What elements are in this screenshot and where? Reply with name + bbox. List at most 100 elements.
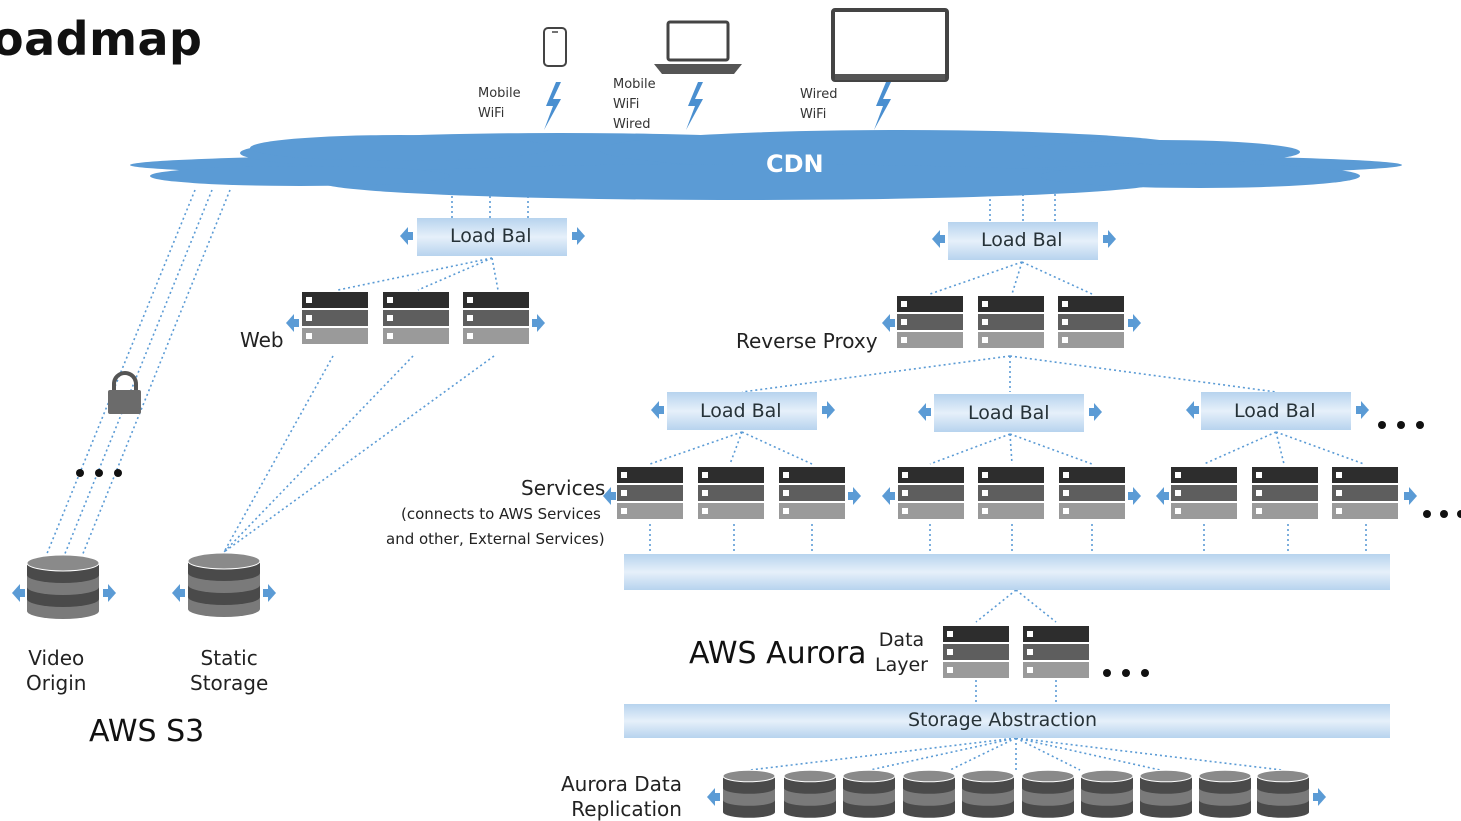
right-arrow-shaft (103, 589, 108, 597)
left-arrow-icon (172, 584, 180, 602)
server-icon (1059, 467, 1125, 519)
services-load-balancer-3-label: Load Bal (1234, 400, 1316, 422)
left-arrow-icon (1156, 487, 1164, 505)
cdn-label: CDN (766, 150, 824, 178)
right-arrow-shaft (263, 589, 268, 597)
database-icon (1256, 769, 1310, 818)
phone-connectivity-label: Mobile WiFi (478, 86, 521, 121)
server-icon (302, 292, 368, 344)
left-arrow-shaft (294, 319, 299, 327)
server-icon (978, 296, 1044, 348)
right-arrow-shaft (1128, 319, 1133, 327)
aurora-replication-label: Aurora Data Replication (561, 772, 682, 821)
left-arrow-shaft (926, 408, 931, 416)
right-arrow-shaft (822, 406, 827, 414)
left-arrow-icon (400, 227, 408, 245)
database-icon (902, 769, 956, 818)
left-arrow-shaft (611, 492, 616, 500)
left-arrow-icon (918, 403, 926, 421)
left-arrow-shaft (715, 793, 720, 801)
right-arrow-icon (1108, 230, 1116, 248)
left-arrow-icon (603, 487, 611, 505)
right-arrow-icon (853, 487, 861, 505)
database-icon (1139, 769, 1193, 818)
services-label: Services (521, 476, 606, 500)
database-icon (1080, 769, 1134, 818)
video-origin-label: Video Origin (26, 646, 87, 695)
right-arrow-icon (537, 314, 545, 332)
right-arrow-shaft (848, 492, 853, 500)
proxy-load-balancer-label: Load Bal (981, 229, 1063, 251)
server-racks (302, 292, 1398, 678)
left-arrow-icon (882, 314, 890, 332)
server-icon (1023, 626, 1089, 678)
database-icon (783, 769, 837, 818)
monitor-icon (831, 8, 949, 82)
data-layer-label: Data Layer (875, 629, 928, 676)
left-arrow-shaft (20, 589, 25, 597)
server-icon (1252, 467, 1318, 519)
connection-lines (45, 189, 1367, 771)
server-icon (698, 467, 764, 519)
right-arrow-icon (1094, 403, 1102, 421)
database-icon (722, 769, 776, 818)
server-icon (383, 292, 449, 344)
laptop-connectivity-label: Mobile WiFi Wired (613, 77, 656, 132)
right-arrow-icon (1133, 314, 1141, 332)
server-icon (978, 467, 1044, 519)
services-load-balancer-1-label: Load Bal (700, 400, 782, 422)
storage-abstraction-bar (624, 704, 1390, 738)
right-arrow-shaft (1313, 793, 1318, 801)
right-arrow-shaft (1089, 408, 1094, 416)
left-arrow-shaft (890, 492, 895, 500)
server-icon (1171, 467, 1237, 519)
server-icon (779, 467, 845, 519)
database-icon (187, 552, 261, 617)
monitor-connectivity-label: Wired WiFi (800, 87, 838, 122)
services-note-1: (connects to AWS Services (401, 505, 601, 523)
phone-icon (543, 27, 567, 67)
right-arrow-icon (268, 584, 276, 602)
right-arrow-shaft (1356, 406, 1361, 414)
server-icon (943, 626, 1009, 678)
server-icon (1332, 467, 1398, 519)
lightning-icons (544, 82, 891, 130)
arrow-icons (12, 227, 1417, 806)
database-icon (842, 769, 896, 818)
services-load-balancer-2-label: Load Bal (968, 402, 1050, 424)
server-icon (617, 467, 683, 519)
server-icon (897, 296, 963, 348)
database-icon (1021, 769, 1075, 818)
server-icon (1058, 296, 1124, 348)
left-arrow-shaft (1194, 406, 1199, 414)
reverse-proxy-label: Reverse Proxy (736, 329, 878, 353)
right-arrow-shaft (532, 319, 537, 327)
right-arrow-shaft (1103, 235, 1108, 243)
aws-aurora-label: AWS Aurora (689, 636, 867, 671)
left-arrow-shaft (408, 232, 413, 240)
right-arrow-icon (827, 401, 835, 419)
left-arrow-shaft (180, 589, 185, 597)
left-arrow-icon (932, 230, 940, 248)
right-arrow-icon (1361, 401, 1369, 419)
services-bus (624, 554, 1390, 590)
left-arrow-icon (882, 487, 890, 505)
database-icon (961, 769, 1015, 818)
right-arrow-icon (1133, 487, 1141, 505)
storage-abstraction-label: Storage Abstraction (908, 709, 1098, 731)
web-tier-label: Web (240, 328, 284, 352)
right-arrow-icon (1318, 788, 1326, 806)
left-arrow-icon (12, 584, 20, 602)
web-load-balancer-label: Load Bal (450, 225, 532, 247)
laptop-icon (654, 20, 742, 74)
left-arrow-icon (1186, 401, 1194, 419)
left-arrow-icon (707, 788, 715, 806)
static-storage-label: Static Storage (190, 646, 269, 695)
page-title: oadmap (0, 12, 203, 66)
server-icon (898, 467, 964, 519)
left-arrow-icon (651, 401, 659, 419)
load-balancer-boxes (417, 218, 1351, 432)
ellipsis-dots (76, 421, 1461, 677)
